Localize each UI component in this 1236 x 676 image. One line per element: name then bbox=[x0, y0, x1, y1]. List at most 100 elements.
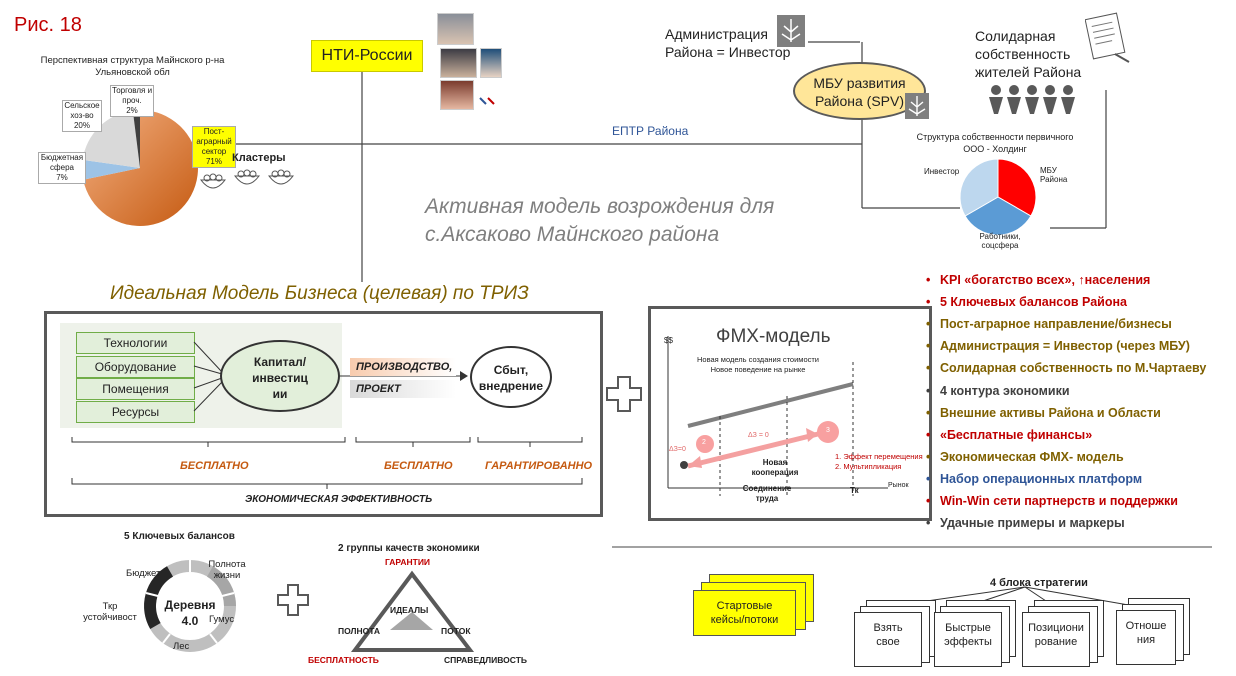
pie-top-title-1: Перспективная структура Майнского р-на bbox=[40, 55, 225, 66]
main-title-1: Активная модель возрождения для bbox=[425, 195, 775, 218]
people-icons bbox=[989, 85, 1075, 114]
label-workers: Работники, соцсфера bbox=[970, 232, 1030, 250]
label-post-3: сектор bbox=[201, 147, 227, 156]
main-title-2: с.Аксаково Майнского района bbox=[425, 223, 720, 246]
label-agro-2: хоз-во bbox=[70, 111, 94, 120]
item-equipment: Оборудование bbox=[76, 356, 195, 378]
eptr-label: ЕПТР Района bbox=[612, 124, 689, 138]
contract-document-icon bbox=[1085, 12, 1130, 63]
strategy-block-1: Взять свое bbox=[854, 612, 922, 667]
label-mbu-1: МБУ bbox=[1040, 166, 1057, 175]
ideal-model-frame bbox=[44, 311, 603, 517]
pie-slice-agriculture bbox=[82, 110, 140, 168]
fmh-delta0: ΔЗ=0 bbox=[669, 446, 686, 453]
person-photo-4 bbox=[440, 80, 474, 110]
person-photo-2 bbox=[440, 48, 477, 78]
spv-line-1: МБУ развития bbox=[813, 75, 906, 91]
label-agriculture: Сельское хоз-во 20% bbox=[62, 100, 102, 132]
clusters-label: Кластеры bbox=[232, 152, 286, 164]
quality-justice: СПРАВЕДЛИВОСТЬ bbox=[444, 655, 528, 665]
fmh-marker-3: 3 bbox=[826, 427, 830, 434]
label-trade-2: проч. bbox=[122, 96, 142, 105]
quality-fullness: ПОЛНОТА bbox=[338, 626, 381, 636]
kpi-item-6: 4 контура экономики bbox=[926, 384, 1069, 398]
label-trade-1: Торговля и bbox=[111, 86, 153, 95]
strategy-block-2-line-1: Быстрые bbox=[945, 622, 991, 634]
fmh-effect-1: 1. Эффект перемещения bbox=[835, 452, 923, 461]
efficiency-label: ЭКОНОМИЧЕСКАЯ ЭФФЕКТИВНОСТЬ bbox=[245, 494, 433, 505]
fmh-model-frame bbox=[648, 306, 932, 521]
start-cases-line-2: кейсы/потоки bbox=[710, 614, 779, 626]
capital-line-2: инвестиц bbox=[252, 371, 308, 385]
production-label: ПРОИЗВОДСТВО, bbox=[350, 358, 456, 376]
kpi-item-12: Удачные примеры и маркеры bbox=[926, 516, 1125, 530]
kpi-item-2: 5 Ключевых балансов Района bbox=[926, 295, 1127, 309]
fmh-effect-2: 2. Мультипликация bbox=[835, 462, 902, 471]
flag-icon bbox=[479, 97, 495, 105]
label-post-agrarian: Пост- аграрный сектор 71% bbox=[192, 126, 236, 168]
item-technologies: Технологии bbox=[76, 332, 195, 354]
admin-line-2: Района = Инвестор bbox=[665, 44, 791, 60]
pie-slice-investor bbox=[959, 158, 999, 217]
quality-flow: ПОТОК bbox=[441, 626, 471, 636]
person-photo-1 bbox=[437, 13, 474, 45]
label-mbu: МБУ Района bbox=[1040, 166, 1067, 184]
label-workers-2: соцсфера bbox=[981, 241, 1019, 250]
pie-slice-post-agrarian bbox=[83, 110, 199, 226]
cluster-baskets-icon bbox=[199, 169, 295, 189]
fmh-marker-2: 2 bbox=[702, 439, 706, 446]
admin-label: Администрация Района = Инвестор bbox=[665, 25, 790, 61]
fmh-ylabel: $$ bbox=[664, 336, 673, 345]
strategy-block-2: Быстрые эффекты bbox=[934, 612, 1002, 667]
free-label-1: БЕСПЛАТНО bbox=[180, 460, 249, 472]
ideal-connectors bbox=[71, 341, 583, 489]
fmh-market: Рынок bbox=[888, 482, 909, 489]
label-trade: Торговля и проч. 2% bbox=[110, 85, 154, 117]
kpi-item-7: Внешние активы Района и Области bbox=[926, 406, 1161, 420]
kpi-item-10: Набор операционных платформ bbox=[926, 472, 1142, 486]
fmh-new-coop-2: кооперация bbox=[751, 468, 799, 477]
kpi-item-11: Win-Win сети партнерств и поддержки bbox=[926, 494, 1178, 508]
fmh-caption: Новая модель создания стоимости Новое по… bbox=[693, 355, 823, 375]
pie-right-chart bbox=[959, 158, 1037, 236]
fmh-chart bbox=[667, 336, 888, 496]
pie-right-title-1: Структура собственности первичного bbox=[916, 132, 1074, 142]
kpi-item-9: Экономическая ФМХ- модель bbox=[926, 450, 1124, 464]
fmh-new-coop-1: Новая bbox=[762, 458, 788, 467]
balances-title: 5 Ключевых балансов bbox=[124, 531, 235, 542]
plus-icon-2 bbox=[277, 584, 309, 616]
strategy-block-1-line-2: свое bbox=[876, 636, 900, 648]
solidarity-label: Солидарная собственность жителей Района bbox=[975, 27, 1081, 81]
balance-budget: Бюджет bbox=[126, 568, 161, 579]
spv-line-2: Района (SPV) bbox=[814, 93, 904, 109]
label-budget: Бюджетная сфера 7% bbox=[38, 152, 86, 184]
figure-label: Рис. 18 bbox=[14, 14, 82, 36]
solidarity-line-2: собственность bbox=[975, 46, 1071, 62]
balance-fullness-1: Полнота bbox=[208, 559, 246, 570]
balance-fullness: Полнота жизни bbox=[206, 559, 248, 581]
plus-icon bbox=[606, 376, 642, 412]
label-budget-1: Бюджетная bbox=[40, 153, 84, 162]
balance-tkr-2: устойчивост bbox=[83, 612, 137, 623]
strategy-block-4-line-1: Отноше bbox=[1125, 620, 1167, 632]
person-photo-3 bbox=[480, 48, 502, 78]
label-post-2: аграрный bbox=[196, 137, 232, 146]
nti-russia-box: НТИ-России bbox=[311, 40, 423, 72]
label-agro-3: 20% bbox=[73, 121, 90, 130]
fmh-title: ФМХ-модель bbox=[716, 326, 831, 347]
quality-ideals: ИДЕАЛЫ bbox=[390, 605, 429, 615]
building-icon bbox=[777, 15, 805, 47]
pie-slice-budget bbox=[82, 159, 140, 180]
balances-donut bbox=[144, 560, 236, 652]
capital-ellipse: Капитал/ инвестиц ии bbox=[220, 340, 340, 412]
label-budget-2: сфера bbox=[50, 163, 74, 172]
strategy-block-3-line-1: Позициони bbox=[1028, 622, 1084, 634]
pie-slice-mbu bbox=[997, 158, 1037, 217]
fmh-new-coop: Новая кооперация bbox=[745, 458, 805, 478]
balance-tkr-1: Ткр bbox=[102, 601, 118, 612]
kpi-item-1: KPI «богатство всех», ↑населения bbox=[926, 273, 1150, 287]
balances-center-2: 4.0 bbox=[181, 614, 199, 628]
fmh-caption-1: Новая модель создания стоимости bbox=[696, 355, 819, 364]
pie-right-title-2: ООО - Холдинг bbox=[963, 144, 1027, 154]
quality-title: 2 группы качеств экономики bbox=[338, 543, 480, 554]
